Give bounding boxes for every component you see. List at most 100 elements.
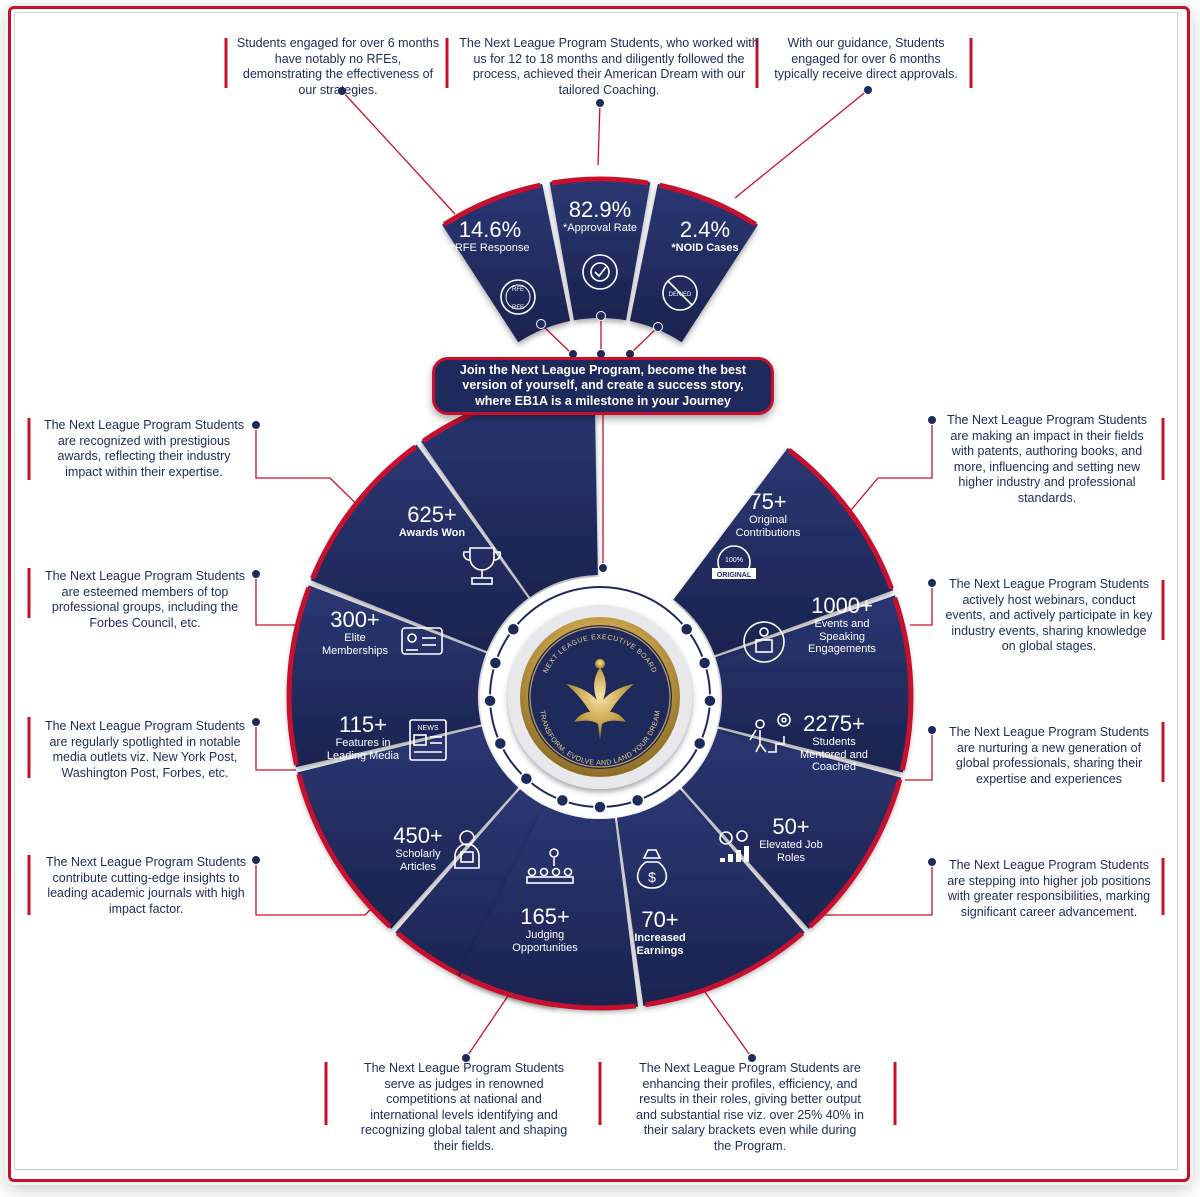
speaker-podium-icon bbox=[743, 621, 785, 663]
page-frame bbox=[8, 6, 1190, 1182]
wheel-segment-events bbox=[715, 595, 912, 773]
stat-events: 1000+Events and Speaking Engagements bbox=[800, 594, 884, 656]
badge-inner-ring bbox=[529, 626, 671, 768]
wheel-segment-rim-memberships bbox=[310, 444, 417, 580]
connector-dots bbox=[251, 85, 937, 1063]
dot-earnings-note bbox=[747, 1053, 757, 1063]
stat-media: 115+Features in Leading Media bbox=[318, 713, 408, 762]
note-awards: The Next League Program Students are rec… bbox=[43, 418, 245, 479]
stat-judging: 165+Judging Opportunities bbox=[502, 905, 588, 954]
bar-earnings-right bbox=[893, 1062, 897, 1125]
denied-stamp-icon: DENIED bbox=[662, 275, 698, 311]
stat-memberships-value: 300+ bbox=[330, 607, 380, 632]
dot-badge-top bbox=[598, 563, 608, 573]
wheel-segment-rim-articles bbox=[296, 773, 392, 929]
note-noid: With our guidance, Students engaged for … bbox=[774, 36, 958, 81]
wheel-segment-rim-earnings bbox=[459, 972, 637, 1011]
fan-segment-0 bbox=[442, 183, 571, 343]
svg-text:NEWS: NEWS bbox=[418, 725, 439, 732]
stat-mentored: 2275+Students Mentored and Coached bbox=[796, 712, 872, 774]
stat-rfe-value: 14.6% bbox=[458, 217, 522, 242]
bar-awards bbox=[27, 418, 31, 480]
dot-judging-note bbox=[461, 1053, 471, 1063]
stat-earnings: 70+Increased Earnings bbox=[612, 908, 708, 957]
stat-noid-value: 2.4% bbox=[679, 217, 731, 242]
dot-fan-right bbox=[653, 322, 663, 332]
ring-dot-2 bbox=[483, 694, 497, 708]
note-articles: The Next League Program Students contrib… bbox=[45, 855, 247, 916]
wheel-segment-mentored bbox=[681, 728, 902, 929]
bar-rfe-left bbox=[224, 38, 228, 88]
join-banner: Join the Next League Program, become the… bbox=[432, 357, 774, 415]
top-stats-fan bbox=[442, 176, 758, 343]
stat-jobs-value: 50+ bbox=[772, 814, 810, 839]
stat-approval-label: *Approval Rate bbox=[563, 222, 637, 234]
judging-panel-icon bbox=[526, 848, 574, 884]
dot-events-note bbox=[927, 578, 937, 588]
stat-judging-label: Judging Opportunities bbox=[512, 929, 578, 954]
bar-events bbox=[1161, 580, 1165, 640]
stat-rfe: 14.6%*RFE Response bbox=[445, 218, 535, 255]
connector-fan-left bbox=[540, 323, 573, 355]
stat-approval: 82.9%*Approval Rate bbox=[555, 198, 645, 235]
bar-contributions bbox=[1161, 418, 1165, 480]
dot-contributions-note bbox=[927, 415, 937, 425]
stat-judging-value: 165+ bbox=[520, 904, 570, 929]
wheel-segment-articles bbox=[297, 726, 519, 929]
ring-dot-11 bbox=[692, 736, 707, 751]
stat-contributions-value: 75+ bbox=[749, 489, 787, 514]
original-stamp-icon: 100% ORIGINAL bbox=[712, 545, 756, 579]
dot-noid-note bbox=[863, 85, 873, 95]
ring-dot-5 bbox=[555, 793, 570, 808]
approved-stamp-icon bbox=[582, 254, 618, 290]
fan-segment-rim-2 bbox=[659, 182, 758, 227]
stats-wheel bbox=[286, 383, 914, 1011]
ring-dot-0 bbox=[506, 622, 521, 637]
dot-awards-note bbox=[251, 420, 261, 430]
bar-judging bbox=[324, 1062, 328, 1125]
stat-noid: 2.4%*NOID Cases bbox=[665, 218, 745, 255]
connector-earnings bbox=[699, 984, 753, 1059]
note-judging: The Next League Program Students serve a… bbox=[360, 1061, 568, 1153]
phoenix-logo-icon bbox=[566, 659, 634, 740]
stat-articles-value: 450+ bbox=[393, 823, 443, 848]
connector-mentored bbox=[905, 730, 933, 781]
bar-rfe-right bbox=[445, 38, 449, 88]
stat-approval-value: 82.9% bbox=[568, 197, 632, 222]
stat-rfe-label: *RFE Response bbox=[450, 242, 530, 254]
id-card-icon bbox=[401, 627, 443, 655]
connector-noid bbox=[734, 89, 869, 199]
note-earnings: The Next League Program Students are enh… bbox=[636, 1061, 864, 1153]
svg-text:RFE: RFE bbox=[512, 305, 524, 311]
note-accent-bars bbox=[27, 38, 1165, 1125]
mentoring-icon bbox=[749, 713, 791, 753]
wheel-segment-earnings bbox=[458, 805, 639, 1009]
dot-fan-mid bbox=[596, 311, 606, 321]
note-memberships: The Next League Program Students are est… bbox=[44, 569, 246, 630]
svg-text:100%: 100% bbox=[725, 557, 743, 564]
note-rfe: Students engaged for over 6 months have … bbox=[236, 36, 440, 97]
wheel-segment-rim-events bbox=[892, 597, 914, 771]
ring-dot-1 bbox=[488, 656, 503, 670]
bar-articles bbox=[27, 855, 31, 915]
note-mentored: The Next League Program Students are nur… bbox=[948, 725, 1150, 786]
fan-segment-rim-0 bbox=[442, 182, 541, 227]
scholar-icon bbox=[454, 830, 480, 869]
ring-dot-7 bbox=[630, 793, 645, 808]
connector-media bbox=[255, 722, 296, 771]
wheel-segment-rim-mentored bbox=[808, 778, 903, 929]
wheel-segment-rim-contributions bbox=[787, 447, 894, 590]
stat-awards: 625+Awards Won bbox=[392, 503, 472, 540]
dot-articles-note bbox=[251, 855, 261, 865]
stat-contributions-label: Original Contributions bbox=[735, 514, 801, 539]
connector-approval bbox=[597, 102, 601, 166]
dot-fan-left bbox=[536, 319, 546, 329]
money-bag-icon: $ bbox=[636, 849, 668, 889]
stat-mentored-value: 2275+ bbox=[803, 711, 865, 736]
connector-rfe bbox=[341, 90, 456, 215]
svg-text:ORIGINAL: ORIGINAL bbox=[717, 572, 752, 579]
bar-noid-right bbox=[969, 38, 973, 88]
